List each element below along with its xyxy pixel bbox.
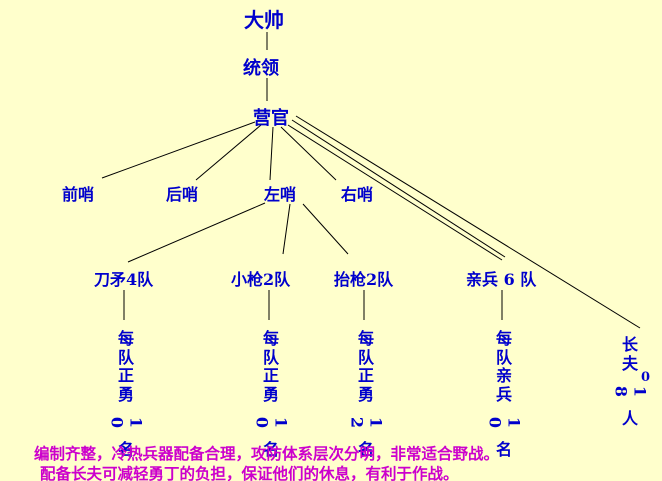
node-right-sentry: 右哨 — [341, 185, 374, 204]
node-leader: 统领 — [243, 58, 279, 79]
line-camp-right — [280, 126, 337, 181]
line-camp-guard-a — [287, 124, 503, 261]
line-left-carriedgun — [302, 203, 349, 255]
porters-extra-mark: 0 — [641, 370, 651, 385]
line-left-sword — [127, 202, 266, 263]
note-line-2: 配备长夫可减轻勇丁的负担，保证他们的休息，有利于作战。 — [40, 464, 459, 481]
note-line-1: 编制齐整，冷热兵器配备合理，攻防体系层次分明，非常适合野战。 — [34, 444, 500, 463]
node-camp-officer: 营官 — [253, 108, 289, 129]
node-commander: 大帅 — [244, 8, 284, 32]
line-camp-front — [101, 121, 256, 179]
node-guard-team: 亲兵 6 队 — [466, 270, 537, 289]
line-camp-rear — [195, 124, 262, 181]
node-rear-sentry: 后哨 — [166, 185, 199, 204]
line-camp-guard-b — [291, 119, 506, 258]
line-left-smallgun — [282, 203, 291, 255]
node-carried-gun-team: 抬枪2队 — [334, 270, 394, 289]
node-front-sentry: 前哨 — [62, 185, 95, 204]
line-camp-left — [269, 126, 274, 181]
node-sword-spear-team: 刀矛4队 — [94, 270, 154, 289]
node-left-sentry: 左哨 — [264, 185, 297, 204]
node-small-gun-team: 小枪2队 — [231, 270, 291, 289]
line-camp-porters — [295, 115, 641, 329]
